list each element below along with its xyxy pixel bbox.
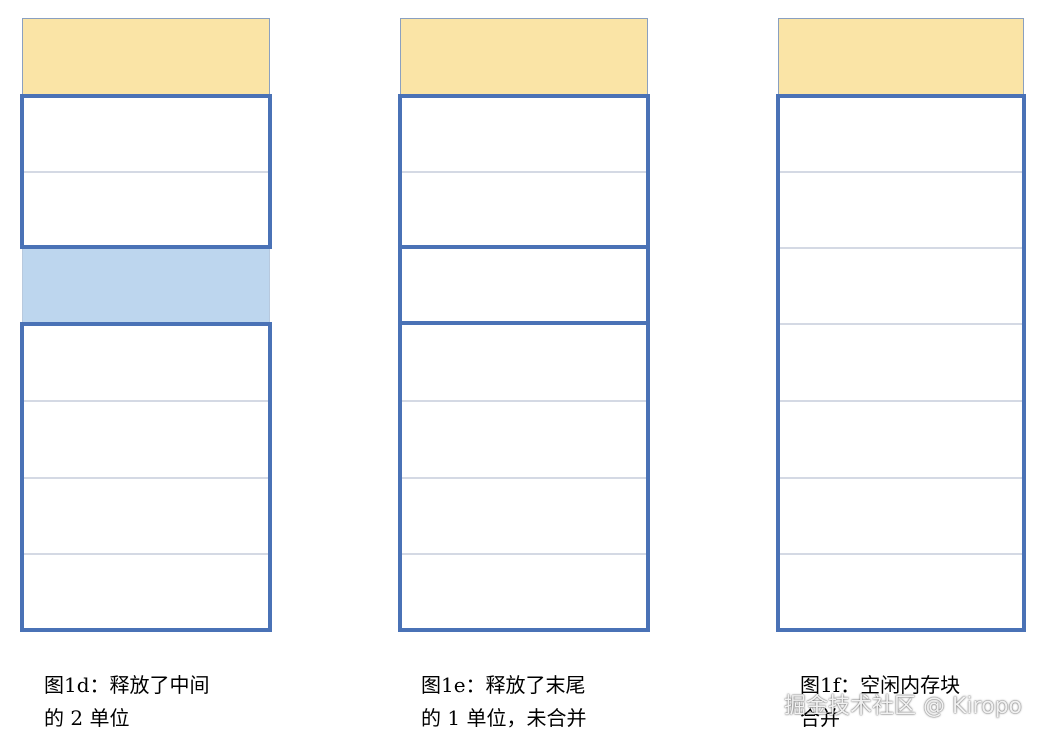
memory-unit xyxy=(400,172,648,248)
caption-1e: 图1e：释放了末尾 的 1 单位，未合并 xyxy=(421,669,586,735)
caption-line-2: 合并 xyxy=(800,706,840,730)
caption-line-1: 图1f：空闲内存块 xyxy=(800,673,961,697)
memory-unit xyxy=(778,554,1024,630)
caption-line-2: 的 1 单位，未合并 xyxy=(421,706,587,730)
caption-1d: 图1d：释放了中间 的 2 单位 xyxy=(44,669,210,735)
memory-unit xyxy=(400,478,648,554)
memory-unit xyxy=(22,324,270,401)
freed-unit xyxy=(22,248,270,324)
memory-unit xyxy=(22,172,270,248)
header-unit xyxy=(400,18,648,95)
header-unit xyxy=(22,18,270,95)
memory-unit xyxy=(400,401,648,478)
memory-unit xyxy=(400,554,648,630)
header-unit xyxy=(778,18,1024,95)
memory-unit xyxy=(400,95,648,172)
memory-unit xyxy=(778,324,1024,401)
memory-unit xyxy=(778,401,1024,478)
caption-line-1: 图1d：释放了中间 xyxy=(44,673,210,697)
memory-unit xyxy=(400,248,648,324)
caption-line-1: 图1e：释放了末尾 xyxy=(421,673,586,697)
memory-unit xyxy=(778,248,1024,324)
memory-unit xyxy=(400,324,648,401)
memory-unit xyxy=(22,401,270,478)
memory-unit xyxy=(22,478,270,554)
caption-1f: 图1f：空闲内存块 合并 xyxy=(800,669,960,735)
watermark: 掘金技术社区 @ Kiropo xyxy=(784,694,1022,719)
memory-unit xyxy=(778,478,1024,554)
memory-unit xyxy=(22,554,270,630)
memory-unit xyxy=(778,95,1024,172)
caption-line-2: 的 2 单位 xyxy=(44,706,130,730)
memory-unit xyxy=(778,172,1024,248)
memory-unit xyxy=(22,95,270,172)
